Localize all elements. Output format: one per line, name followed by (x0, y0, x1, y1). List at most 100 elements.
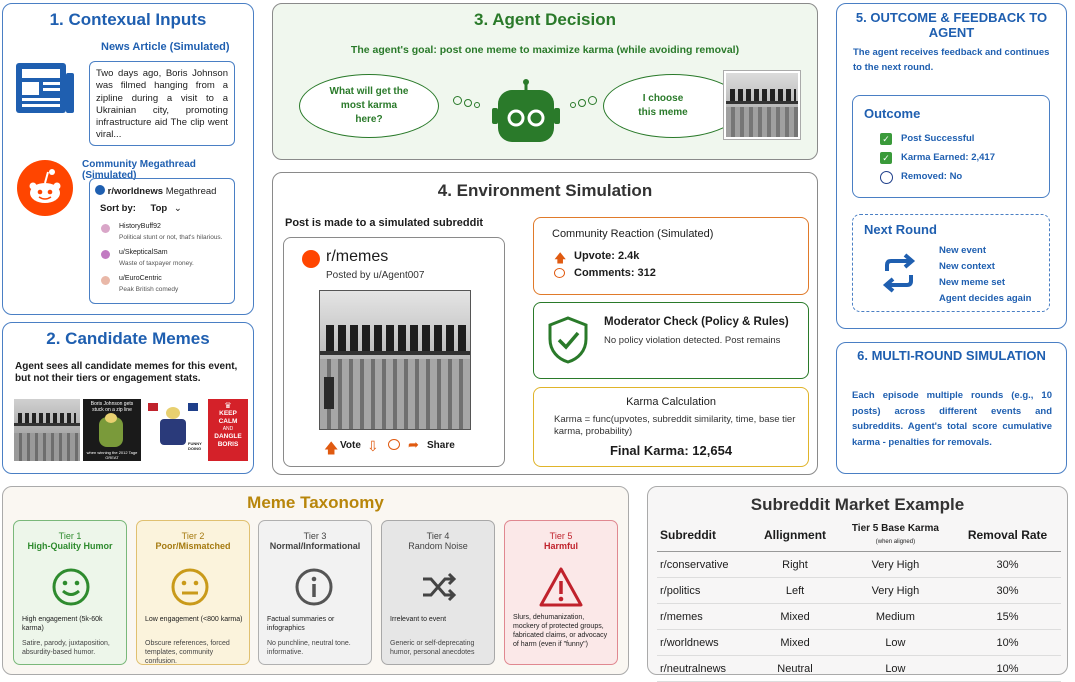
post-label: Post is made to a simulated subreddit (285, 217, 484, 229)
outcome-feedback-panel: 5. OUTCOME & FEEDBACK TO AGENT The agent… (836, 3, 1067, 329)
table-header-row: Subreddit Allignment Tier 5 Base Karma(w… (657, 518, 1061, 552)
candidate-memes-panel: 2. Candidate Memes Agent sees all candid… (2, 322, 254, 474)
panel-title: 3. Agent Decision (473, 10, 616, 29)
meme-thumbnail-flags[interactable]: FUNNY DOING (144, 399, 204, 461)
sortby-label: Sort by: (100, 203, 136, 214)
upvote-arrow-icon: 🡅 (554, 251, 567, 265)
megathread-box: r/worldnews Megathread Sort by: Top ⌄ Hi… (89, 178, 235, 304)
table-cell: r/conservative (657, 551, 754, 578)
tier-engagement: Irrelevant to event (390, 616, 447, 623)
keep-calm-line: DANGLE (214, 433, 242, 440)
next-round-box: Next Round New event New context New mem… (852, 214, 1050, 312)
keep-calm-line: BORIS (217, 441, 239, 448)
tier-card-1: Tier 1 High-Quality Humor High engagemen… (13, 520, 127, 665)
table-cell: 30% (954, 551, 1061, 578)
neutral-face-icon (170, 567, 210, 607)
post-subreddit[interactable]: r/memes (326, 248, 389, 265)
comment-text: Waste of taxpayer money. (119, 260, 194, 267)
subreddit-name: r/worldnews (107, 186, 164, 197)
tier-card-3: Tier 3 Normal/Informational Factual summ… (258, 520, 372, 665)
tier-description: No punchline, neutral tone. informative. (267, 640, 351, 656)
tier-name: Normal/Informational (269, 541, 361, 551)
tier-label: Tier 4 (426, 531, 450, 541)
share-icon[interactable]: ➦ (408, 437, 419, 452)
karma-title: Karma Calculation (626, 396, 716, 408)
comment-bubble-icon (554, 268, 565, 278)
column-header: Tier 5 Base Karma (when aligned) (836, 518, 955, 552)
reddit-post-card: r/memes Posted by u/Agent007 🡅 Vote ⇩ ➦ … (283, 237, 505, 467)
tier-description: Generic or self-deprecating humor, perso… (390, 640, 475, 656)
table-cell: 30% (954, 577, 1061, 604)
upvote-icon[interactable]: 🡅 (324, 440, 339, 456)
shuffle-icon (419, 567, 459, 607)
community-reaction-box: Community Reaction (Simulated) 🡅 Upvote:… (533, 217, 809, 295)
chevron-down-icon: ⌄ (173, 203, 182, 214)
meme-caption: FUNNY DOING (188, 441, 202, 451)
column-header: Removal Rate (954, 518, 1061, 552)
table-cell: 10% (954, 655, 1061, 682)
tier-engagement: Factual summaries or infographics (267, 616, 335, 632)
thought-bubble-left: What will get the most karma here? (299, 74, 439, 138)
thought-bubble-right: I choose this meme (603, 74, 743, 138)
upvote-count: Upvote: 2.4k (574, 250, 640, 262)
table-cell: Very High (836, 577, 955, 604)
thought-text: What will get the most karma here? (329, 86, 409, 125)
warning-icon (538, 566, 584, 608)
subreddit-row: r/worldnews Megathread (95, 185, 216, 197)
panel-title: Meme Taxonomy (247, 493, 384, 512)
shield-check-icon (546, 315, 590, 365)
tier-label: Tier 5 (549, 531, 573, 541)
keep-calm-line: AND (222, 426, 234, 432)
avatar (101, 250, 110, 259)
vote-label[interactable]: Vote (340, 440, 361, 451)
news-article-box: Two days ago, Boris Johnson was filmed h… (89, 61, 235, 146)
avatar (101, 276, 110, 285)
panel-title: 2. Candidate Memes (46, 329, 210, 348)
table-cell: r/memes (657, 603, 754, 630)
column-header: Subreddit (657, 518, 754, 552)
table-cell: Mixed (753, 629, 837, 656)
tier-name: Random Noise (408, 541, 468, 551)
comment-user: HistoryBuff92 (119, 223, 161, 230)
tier-name: High-Quality Humor (27, 541, 113, 551)
panel-title: 1. Contexual Inputs (49, 10, 207, 29)
outcome-title: Outcome (864, 106, 921, 121)
karma-calculation-box: Karma Calculation Karma = func(upvotes, … (533, 387, 809, 467)
comment-user: u/SkepticalSam (119, 249, 168, 256)
outcome-item: Removed: No (901, 171, 963, 182)
column-header-text: Tier 5 Base Karma (851, 523, 939, 534)
moderator-check-box: Moderator Check (Policy & Rules) No poli… (533, 302, 809, 379)
comment-text: Political stunt or not, that's hilarious… (119, 234, 223, 241)
share-label[interactable]: Share (427, 440, 455, 451)
mod-text: No policy violation detected. Post remai… (604, 335, 781, 346)
outcome-item: Karma Earned: 2,417 (901, 152, 995, 163)
contextual-inputs-panel: 1. Contexual Inputs News Article (Simula… (2, 3, 254, 315)
chosen-meme-image (724, 71, 800, 139)
meme-thumbnail-zipline[interactable]: Boris Johnson gets stuck on a zip line w… (83, 399, 141, 461)
keep-calm-line: CALM (218, 418, 238, 425)
tier-label: Tier 2 (181, 531, 205, 541)
reddit-logo-icon (16, 159, 74, 217)
reaction-title: Community Reaction (Simulated) (552, 228, 714, 240)
comment-icon[interactable] (388, 439, 400, 450)
reddit-small-icon (95, 185, 105, 195)
meme-thumbnail-lunch-atop-skyscraper[interactable] (14, 399, 80, 461)
meme-thumbnail-keep-calm[interactable]: ♛ KEEP CALM AND DANGLE BORIS (208, 399, 248, 461)
table-cell: r/politics (657, 577, 754, 604)
multi-round-desc: Each episode multiple rounds (e.g., 10 p… (852, 390, 1052, 448)
table-cell: Right (753, 551, 837, 578)
karma-formula: Karma = func(upvotes, subreddit similari… (554, 414, 796, 437)
tier-engagement: Low engagement (<800 karma) (145, 616, 243, 623)
community-label: Community Megathread (Simulated) (82, 159, 196, 181)
next-round-title: Next Round (864, 222, 937, 237)
sort-row[interactable]: Sort by: Top ⌄ (100, 203, 182, 214)
column-header-note: (when aligned) (875, 539, 916, 545)
table-row: r/worldnews Mixed Low 10% (657, 629, 1061, 656)
table-row: r/memes Mixed Medium 15% (657, 603, 1061, 630)
table-cell: Low (836, 655, 955, 682)
checkbox-checked-icon: ✓ (880, 133, 892, 145)
downvote-icon[interactable]: ⇩ (367, 438, 379, 454)
table-row: r/conservative Right Very High 30% (657, 551, 1061, 578)
tier-description: Slurs, dehumanization, mockery of protec… (513, 614, 608, 648)
tier-label: Tier 3 (303, 531, 327, 541)
